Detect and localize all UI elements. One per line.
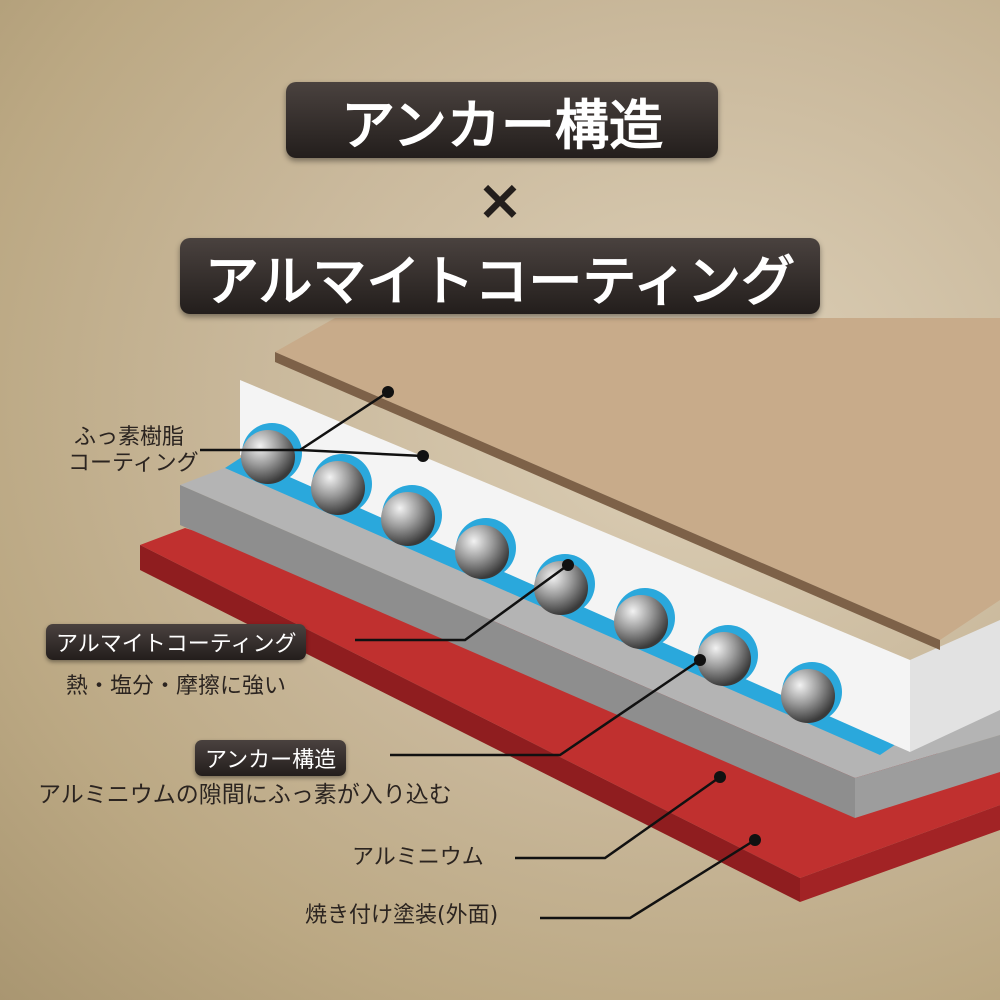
badge-anchor: アンカー構造	[195, 740, 347, 776]
title-anchor-structure: アンカー構造	[286, 82, 718, 158]
anchor-balls	[241, 423, 842, 723]
label-alumite-desc: 熱・塩分・摩擦に強い	[66, 674, 287, 699]
badge-alumite: アルマイトコーティング	[46, 624, 307, 660]
leader-lines	[200, 390, 756, 920]
label-outer-coating: 焼き付け塗装(外面)	[305, 903, 499, 928]
label-aluminium: アルミニウム	[352, 845, 484, 870]
label-fluorine: ふっ素樹脂 コーティング	[68, 425, 199, 478]
fluorine-top-layer	[275, 318, 1000, 650]
label-anchor-desc: アルミニウムの隙間にふっ素が入り込む	[38, 782, 452, 808]
times-symbol: ×	[476, 168, 524, 233]
leader-dots	[382, 386, 761, 846]
title-alumite-coating: アルマイトコーティング	[180, 238, 820, 314]
label-fluorine-line1: ふっ素樹脂	[74, 425, 185, 450]
label-fluorine-line2: コーティング	[68, 451, 199, 477]
